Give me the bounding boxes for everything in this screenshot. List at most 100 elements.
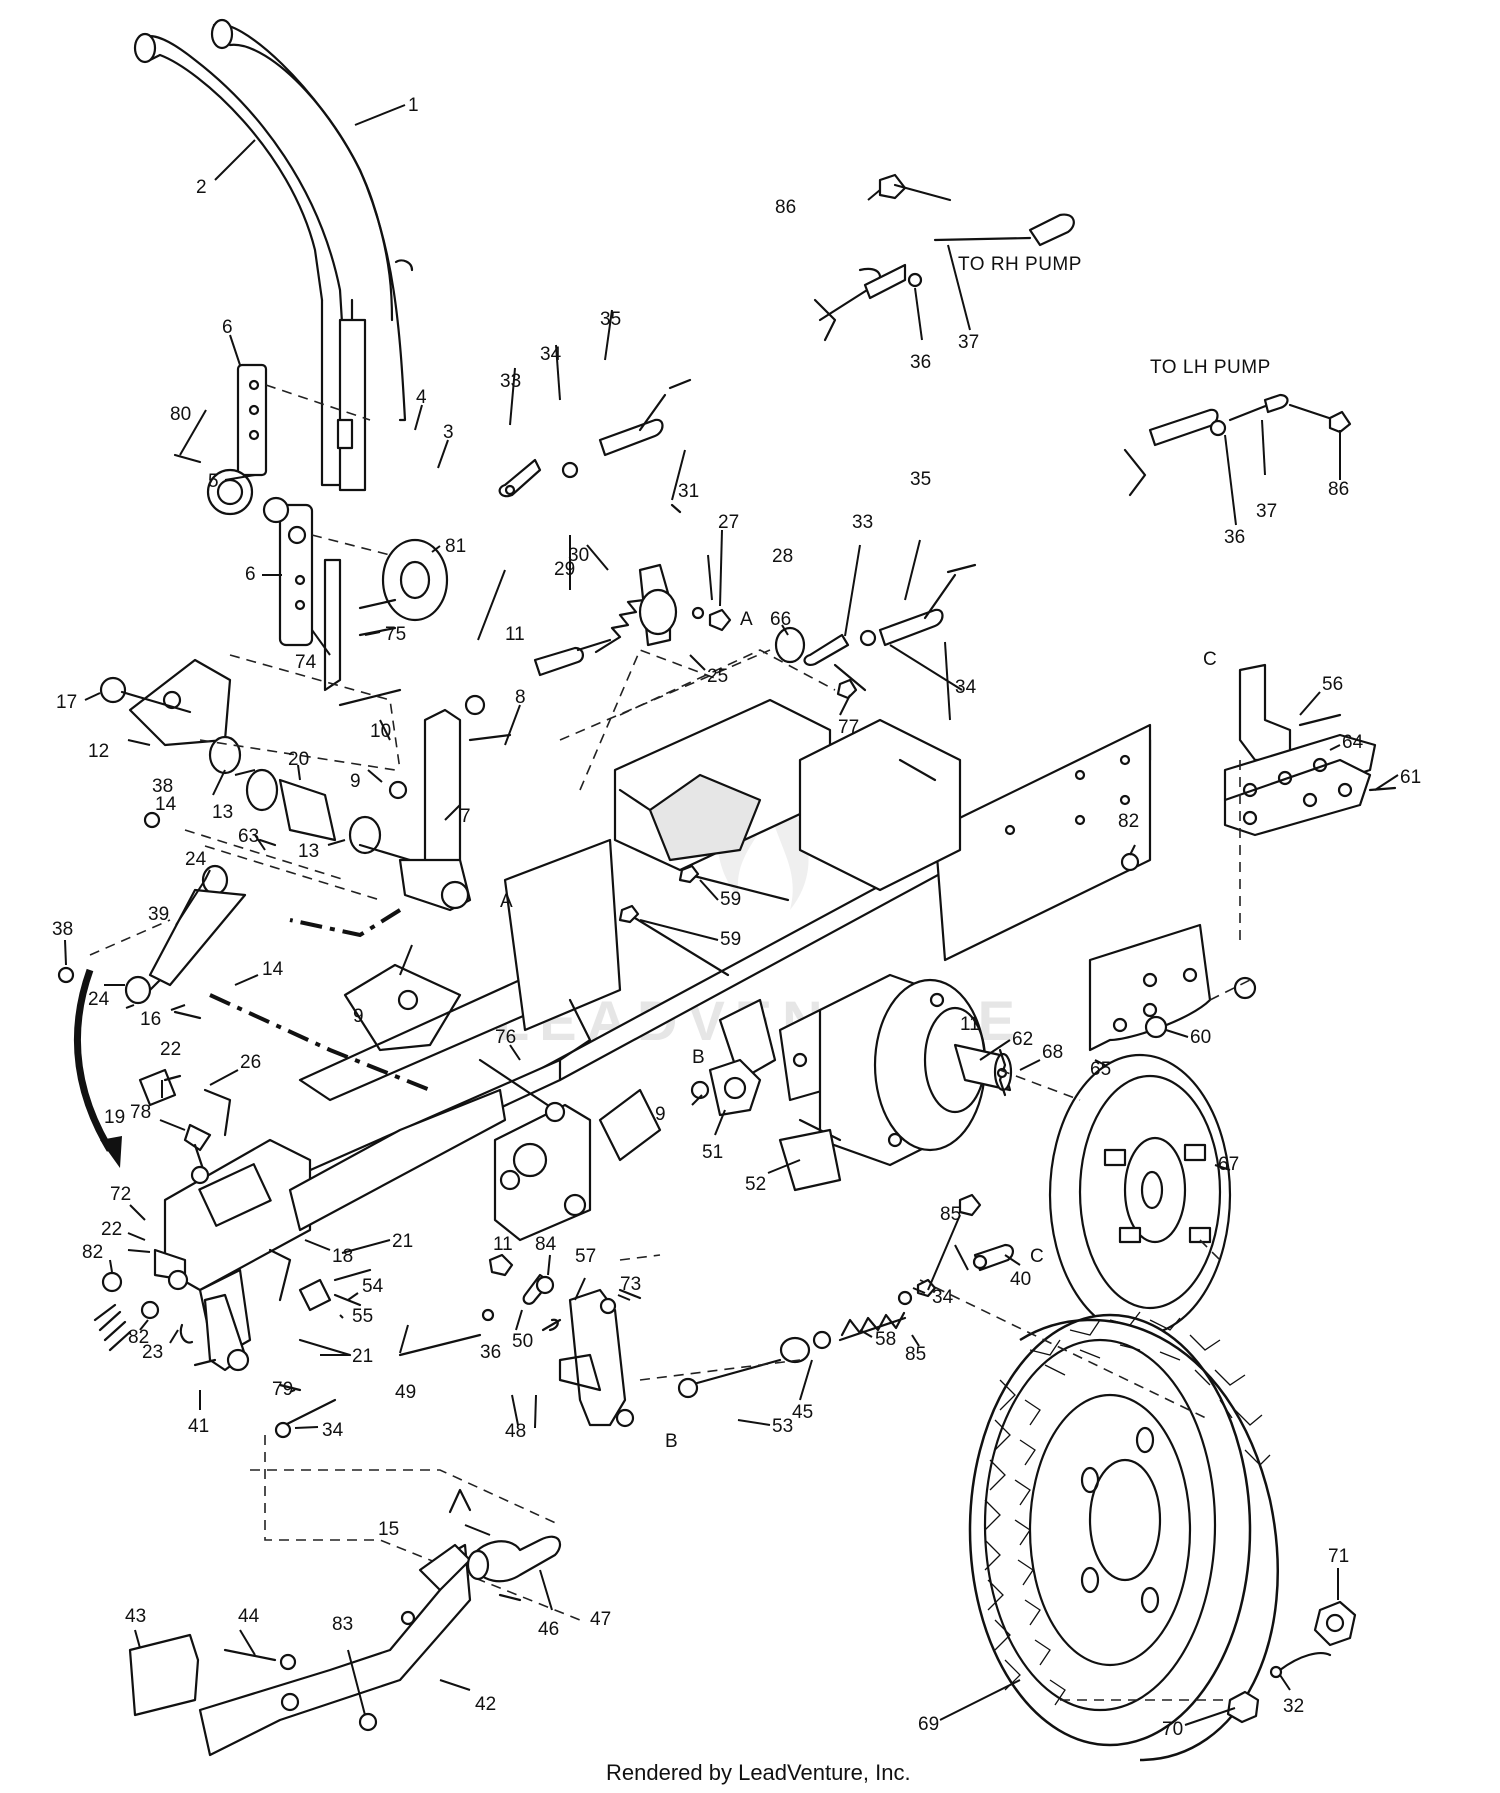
callout-label: 51 [702, 1142, 723, 1163]
motion-arrowhead [100, 1136, 122, 1168]
callout-label: 26 [240, 1052, 261, 1073]
callout-label: 72 [110, 1184, 131, 1205]
callout-label: 10 [370, 721, 391, 742]
callout-label: 23 [142, 1342, 163, 1363]
callout-label: 35 [910, 469, 931, 490]
callout-label: 14 [155, 794, 177, 815]
callout-label: 82 [1118, 811, 1139, 832]
svg-text:C: C [1030, 1246, 1044, 1267]
wheel-plate [1088, 852, 1257, 1052]
callout-label: 20 [288, 749, 309, 770]
callout-label: 48 [505, 1421, 526, 1442]
callout-label: 13 [212, 802, 233, 823]
callout-label: 6 [222, 317, 233, 338]
callout-label: 80 [170, 404, 191, 425]
rh-control-bracket [1223, 663, 1397, 940]
callout-label: 14 [262, 959, 284, 980]
callout-label: 40 [1010, 1269, 1031, 1290]
pump-linkage [498, 378, 977, 700]
callout-label: 32 [1283, 1696, 1304, 1717]
callout-label: 11 [960, 1014, 980, 1035]
callout-label: 71 [1328, 1546, 1349, 1567]
svg-text:B: B [692, 1047, 705, 1068]
svg-text:B: B [665, 1431, 678, 1452]
callout-label: 84 [535, 1234, 557, 1255]
callout-label: 33 [500, 371, 521, 392]
callout-label: 3 [443, 422, 454, 443]
callout-label: 39 [148, 904, 169, 925]
callout-label: 24 [185, 849, 207, 870]
callout-label: 21 [392, 1231, 413, 1252]
callout-label: 18 [332, 1246, 353, 1267]
callout-label: 81 [445, 536, 466, 557]
callout-label: 13 [298, 841, 319, 862]
callout-label: 59 [720, 929, 741, 950]
callout-numbers: 1 2 3 4 5 6 6 7 8 9 9 9 10 11 11 11 12 1… [52, 95, 1421, 1740]
center-hardware [343, 864, 790, 1123]
wheel-hub [999, 1053, 1232, 1337]
callout-label: 1 [408, 95, 419, 116]
callout-label: 34 [322, 1420, 344, 1441]
callout-label: 74 [295, 652, 317, 673]
brake-pedal [128, 1488, 562, 1757]
callout-label: 36 [910, 352, 931, 373]
callout-label: 37 [958, 332, 979, 353]
callout-label: 45 [792, 1402, 813, 1423]
callout-label: 22 [101, 1219, 122, 1240]
callout-label: 70 [1162, 1719, 1183, 1740]
callout-label: 82 [82, 1242, 103, 1263]
callout-label: 2 [196, 177, 207, 198]
callout-label: 36 [480, 1342, 501, 1363]
callout-label: 65 [1090, 1059, 1111, 1080]
callout-label: 9 [350, 771, 361, 792]
callout-label: 38 [52, 919, 73, 940]
callout-label: 52 [745, 1174, 766, 1195]
footer-credit: Rendered by LeadVenture, Inc. [606, 1760, 911, 1785]
callout-label: 44 [238, 1606, 260, 1627]
callout-label: 46 [538, 1619, 559, 1640]
callout-label: 41 [188, 1416, 209, 1437]
control-handles [133, 18, 414, 492]
callout-label: 66 [770, 609, 791, 630]
callout-label: 17 [56, 692, 77, 713]
callout-label: 6 [245, 564, 256, 585]
svg-text:A: A [500, 891, 513, 912]
callout-label: 61 [1400, 767, 1421, 788]
callout-label: 73 [620, 1274, 641, 1295]
callout-label: 85 [940, 1204, 961, 1225]
hydro-motor [690, 973, 1013, 1192]
callout-label: 24 [88, 989, 110, 1010]
callout-label: 64 [1342, 732, 1364, 753]
steering-arm-assembly [173, 363, 449, 692]
callout-label: 11 [493, 1234, 513, 1255]
callout-label: 9 [353, 1006, 364, 1027]
callout-label: 49 [395, 1382, 416, 1403]
callout-label: 62 [1012, 1029, 1033, 1050]
callout-label: 7 [460, 806, 471, 827]
callout-label: 50 [512, 1331, 533, 1352]
gas-spring [57, 838, 381, 1020]
callout-label: 4 [416, 387, 427, 408]
callout-label: 34 [932, 1287, 954, 1308]
callout-label: 35 [600, 309, 621, 330]
callout-label: 22 [160, 1039, 181, 1060]
brake-linkage [398, 1193, 1014, 1428]
callout-label: 60 [1190, 1027, 1211, 1048]
callout-label: 79 [272, 1379, 293, 1400]
callout-label: 34 [955, 677, 977, 698]
callout-label: 82 [128, 1327, 149, 1348]
callout-label: 25 [707, 666, 728, 687]
callout-label: 56 [1322, 674, 1343, 695]
svg-text:C: C [1203, 649, 1217, 670]
leader-lines [64, 104, 1399, 1726]
callout-label: 33 [852, 512, 873, 533]
callout-label: 11 [505, 624, 525, 645]
callout-label: 30 [568, 545, 589, 566]
front-bracket-hardware [93, 1068, 581, 1621]
callout-label: 16 [140, 1009, 161, 1030]
callout-label: 47 [590, 1609, 611, 1630]
callout-label: 38 [152, 776, 173, 797]
pivot-shaft-assembly [99, 658, 412, 862]
callout-label: 86 [1328, 479, 1349, 500]
callout-label: 54 [362, 1276, 384, 1297]
